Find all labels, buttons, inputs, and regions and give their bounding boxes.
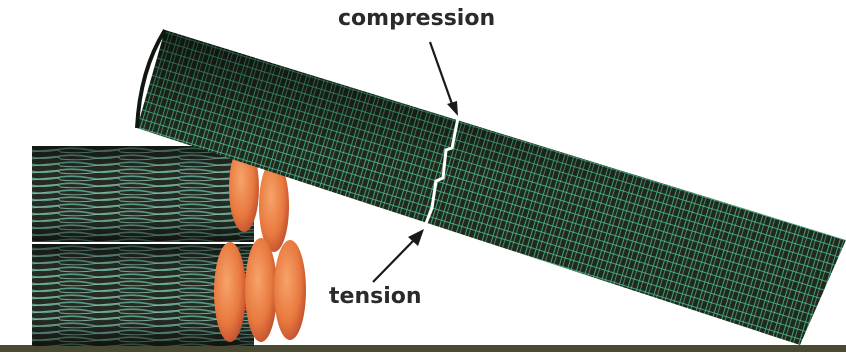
compression-label: compression bbox=[338, 6, 495, 31]
support-oval bbox=[214, 242, 246, 342]
compression-arrow bbox=[430, 42, 458, 116]
tension-label: tension bbox=[329, 284, 422, 309]
ground-line bbox=[0, 345, 846, 352]
support-oval bbox=[274, 240, 306, 340]
support-oval bbox=[245, 238, 277, 342]
tension-arrow bbox=[373, 229, 424, 282]
